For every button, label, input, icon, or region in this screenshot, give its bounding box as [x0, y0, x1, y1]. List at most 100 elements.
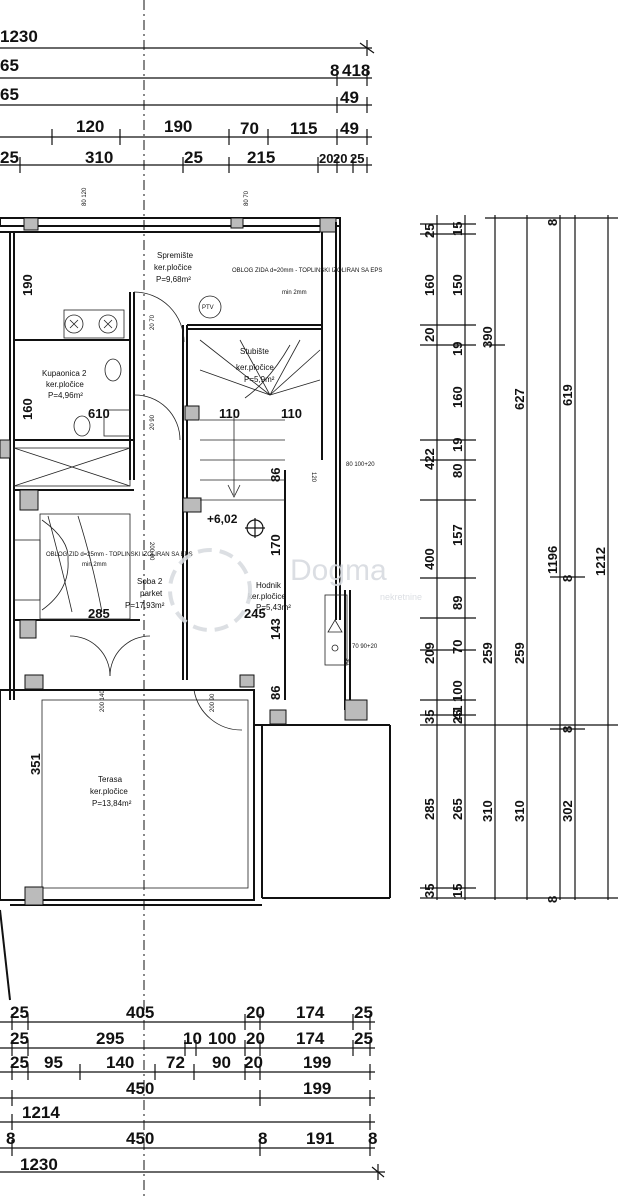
right-col6: 619 8 302 8: [560, 384, 575, 822]
rdim-c2-9: 100: [450, 680, 465, 702]
room-soba-floor: parket: [140, 589, 163, 598]
top-dim-115: 115: [290, 119, 317, 138]
ptv-label: PTV: [202, 305, 214, 311]
bot-dim-r2-4: 90: [212, 1053, 231, 1072]
rdim-c1-6: 35: [422, 710, 437, 724]
opening-200-140: 200 140: [100, 690, 106, 712]
opening-200-90: 200 90: [148, 542, 154, 561]
bot-dim-r6-0: 1230: [20, 1155, 58, 1174]
room-kupaonica-area: P=4,96m²: [48, 391, 83, 400]
top-dimension-block: 1230 65 8 418 65 49 120 190 70 115 49 25…: [0, 27, 375, 173]
rdim-c2-4: 19: [450, 438, 465, 452]
watermark: Dogma nekretnine: [168, 548, 422, 632]
bot-dim-r2-1: 95: [44, 1053, 63, 1072]
note-wall-1: OBLOG ZIDA d=20mm - TOPLINSKI IZOLIRAN S…: [232, 268, 382, 274]
room-hodnik-floor: ker.pločice: [248, 592, 286, 601]
right-col7: 1212: [593, 547, 608, 576]
top-dim-25c: 25: [350, 151, 364, 166]
right-col1: 25 160 20 422 400 209 35 285 35: [422, 224, 437, 898]
bot-dim-r2-0: 25: [10, 1053, 29, 1072]
rdim-c1-2: 20: [422, 328, 437, 342]
top-dim-49b: 49: [340, 119, 359, 138]
rdim-c6-3: 8: [560, 726, 575, 733]
rdim-c4-0: 627: [512, 388, 527, 410]
rdim-c1-8: 35: [422, 884, 437, 898]
room-soba-area: P=17,93m²: [125, 601, 165, 610]
note-min-1: min 2mm: [282, 290, 307, 296]
rdim-c3-0: 390: [480, 326, 495, 348]
right-dimension-block: 25 160 20 422 400 209 35 285 35 15 150 1…: [420, 215, 618, 903]
opening-80-100: 80 100+20: [346, 462, 375, 468]
opening-200-90b: 200 90: [210, 693, 216, 712]
right-col5: 8 1196 8: [545, 219, 560, 903]
int-dim-86a: 86: [268, 468, 283, 482]
note-min-2: min 2mm: [82, 562, 107, 568]
top-dim-418: 418: [342, 61, 370, 80]
bot-dim-r1-1: 295: [96, 1029, 124, 1048]
int-dim-143: 143: [268, 618, 283, 640]
top-dim-8: 8: [330, 61, 339, 80]
top-dim-20b: 20: [333, 151, 347, 166]
room-stubiste-floor: ker.pločice: [236, 363, 274, 372]
watermark-sub: nekretnine: [380, 592, 422, 602]
bot-dim-r1-2: 10: [183, 1029, 202, 1048]
room-spremiste-floor: ker.pločice: [154, 263, 192, 272]
rdim-c2-3: 160: [450, 386, 465, 408]
bot-dim-r3-0: 450: [126, 1079, 154, 1098]
top-dim-65b: 65: [0, 85, 19, 104]
rdim-c1-5: 209: [422, 642, 437, 664]
plan-walls: PTV: [0, 217, 391, 1001]
bot-dim-r1-6: 25: [354, 1029, 373, 1048]
bot-dim-r1-4: 20: [246, 1029, 265, 1048]
level-mark: +6,02: [207, 512, 238, 526]
top-dim-20a: 20: [319, 151, 333, 166]
bot-dim-r2-2: 140: [106, 1053, 134, 1072]
internal-dimensions: 190 160 610 110 110 86 170 245 143 86 28…: [20, 187, 378, 775]
top-dim-49: 49: [340, 88, 359, 107]
int-dim-285: 285: [88, 606, 110, 621]
opening-20-90: 20 90: [150, 414, 156, 430]
rdim-c2-10: 41: [450, 706, 465, 720]
note-wall-2: OBLOG ZID d=25mm - TOPLINSKI IZOLIRAN SA…: [46, 552, 193, 558]
top-dim-190: 190: [164, 117, 192, 136]
rdim-c2-7: 89: [450, 596, 465, 610]
int-dim-160: 160: [20, 398, 35, 420]
opening-80-120: 80 120: [82, 187, 88, 206]
bot-dim-r0-2: 20: [246, 1003, 265, 1022]
top-dim-120: 120: [76, 117, 104, 136]
rdim-c6-0: 619: [560, 384, 575, 406]
room-hodnik-name: Hodnik: [256, 581, 282, 590]
top-dim-215: 215: [247, 148, 275, 167]
rdim-c2-0: 15: [450, 222, 465, 236]
bot-dim-r0-4: 25: [354, 1003, 373, 1022]
top-dim-65: 65: [0, 56, 19, 75]
int-dim-245: 245: [244, 606, 266, 621]
rdim-c6-2: 302: [560, 800, 575, 822]
rdim-c5-1: 1196: [545, 546, 560, 574]
bot-dim-r2-5: 20: [244, 1053, 263, 1072]
int-dim-170: 170: [268, 534, 283, 556]
bot-dim-r5-2: 8: [258, 1129, 267, 1148]
rdim-c3-1: 259: [480, 642, 495, 664]
room-stubiste-area: P=5,9m²: [244, 375, 275, 384]
rdim-c4-2: 310: [512, 800, 527, 822]
bot-dim-r4-0: 1214: [22, 1103, 60, 1122]
rdim-c5-0: 8: [545, 219, 560, 226]
room-soba-name: Soba 2: [137, 577, 163, 586]
room-hodnik-area: P=5,43m²: [256, 603, 291, 612]
room-labels: Spremište ker.pločice P=9,68m² Kupaonica…: [42, 251, 382, 808]
right-col3: 390 259 310: [480, 326, 495, 822]
bottom-dimension-block: 25 405 20 174 25 25 295 10 100 20 174 25…: [0, 1003, 385, 1180]
bot-dim-r0-0: 25: [10, 1003, 29, 1022]
rdim-c3-2: 310: [480, 800, 495, 822]
bot-dim-r1-5: 174: [296, 1029, 325, 1048]
rdim-c2-6: 157: [450, 524, 465, 546]
int-dim-351: 351: [28, 753, 43, 775]
int-dim-610: 610: [88, 406, 110, 421]
rdim-c1-1: 160: [422, 274, 437, 296]
rdim-c2-8: 70: [450, 640, 465, 654]
bot-dim-r5-4: 8: [368, 1129, 377, 1148]
bot-dim-r1-0: 25: [10, 1029, 29, 1048]
room-spremiste-area: P=9,68m²: [156, 275, 191, 284]
rdim-c2-2: 19: [450, 342, 465, 356]
